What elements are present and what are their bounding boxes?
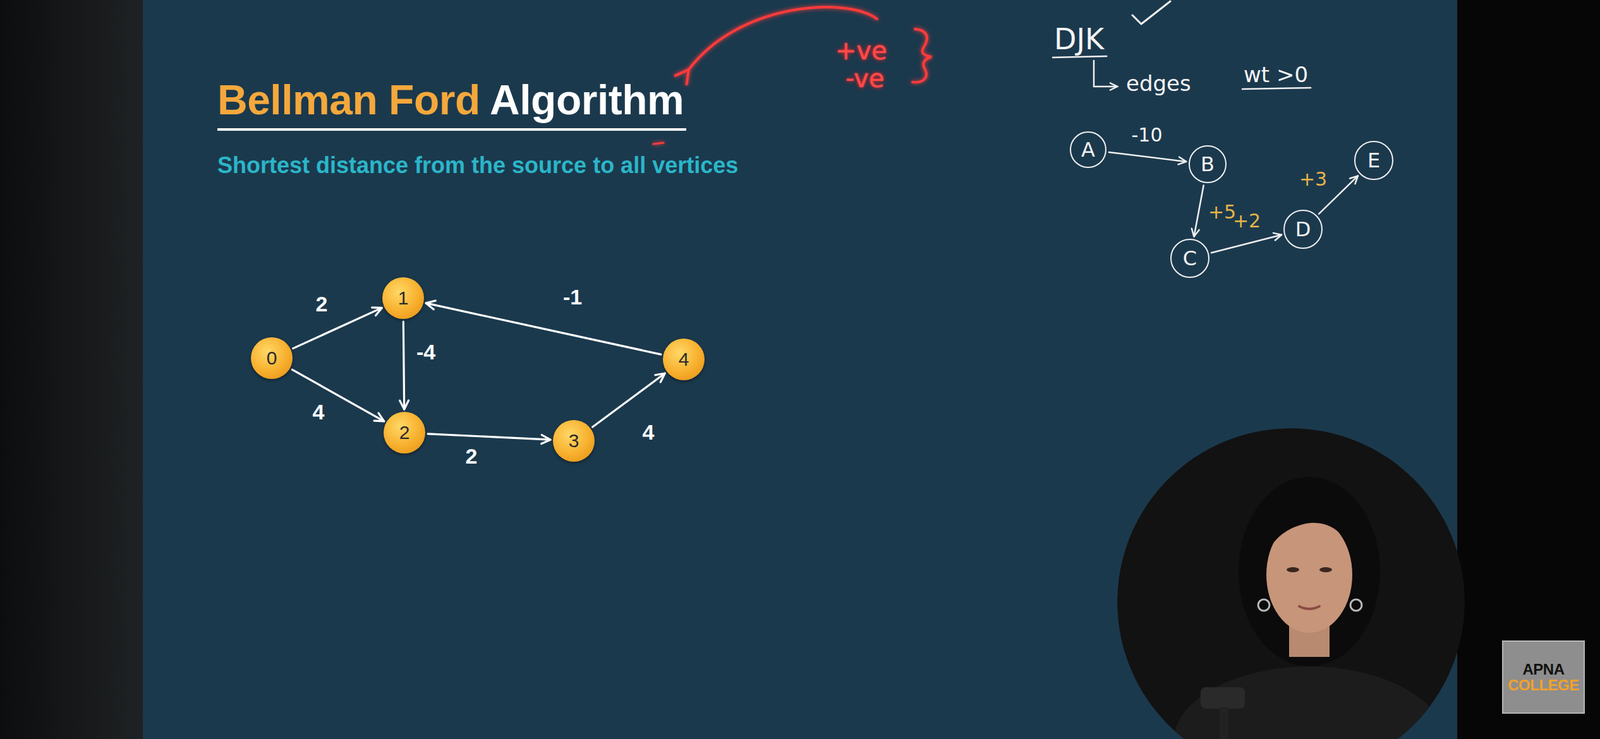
sketch-note: edges — [1126, 72, 1192, 95]
sketch-vertex: B — [1188, 145, 1227, 184]
right-margin — [1457, 0, 1600, 739]
left-margin — [0, 0, 143, 739]
edge-weight: -4 — [416, 341, 436, 363]
vertex-label: 4 — [678, 350, 690, 370]
sketch-note: wt >0 — [1243, 63, 1309, 86]
vertex-label: D — [1295, 219, 1312, 240]
edge-weight: 2 — [465, 445, 478, 467]
annotation-note: +ve — [835, 37, 888, 64]
edge-weight: 4 — [312, 401, 325, 423]
red-dash — [653, 142, 664, 145]
logo-badge: APNACOLLEGE — [1502, 640, 1585, 715]
webcam-bubble — [1117, 428, 1465, 739]
vertex-label: 2 — [399, 423, 411, 443]
edge-weight: +2 — [1232, 211, 1261, 231]
sketch-underline — [1242, 87, 1311, 90]
graph-vertex: 0 — [250, 337, 293, 380]
logo-text: APNA — [1522, 661, 1564, 678]
sketch-edge — [1194, 185, 1204, 237]
vertex-label: 0 — [266, 348, 278, 368]
graph-vertex: 1 — [382, 277, 425, 320]
graph-vertex: 3 — [552, 420, 595, 462]
logo-text: COLLEGE — [1507, 677, 1580, 694]
slide-panel — [142, 0, 1458, 739]
edge-weight: 2 — [315, 293, 328, 315]
directed-edge — [291, 369, 384, 422]
annotation-note: -ve — [845, 65, 885, 91]
sketch-edge — [1109, 152, 1187, 162]
vertex-label: E — [1367, 150, 1381, 171]
algorithm-abbrev: DJK — [1054, 24, 1104, 54]
edge-weight: +3 — [1299, 169, 1328, 189]
title-underline — [217, 128, 687, 131]
directed-edge — [293, 307, 383, 349]
edge-weight: 4 — [642, 421, 655, 443]
check-mark — [1132, 1, 1171, 25]
sketch-underline — [1052, 56, 1107, 58]
edge-weight: +5 — [1208, 202, 1237, 222]
sketch-vertex: D — [1283, 209, 1323, 249]
red-annotation — [653, 6, 932, 145]
vertex-label: C — [1182, 248, 1197, 269]
red-brace — [912, 29, 932, 83]
directed-edge — [425, 303, 661, 355]
graph-vertex: 2 — [383, 412, 426, 454]
vertex-label: B — [1200, 154, 1215, 175]
sketch-vertex: C — [1170, 238, 1210, 279]
vertex-label: 1 — [398, 288, 409, 308]
sketch-edge — [1211, 235, 1282, 254]
graph-vertex: 4 — [662, 338, 705, 381]
directed-edge — [592, 373, 666, 428]
slide-title: Bellman Ford Algorithm — [217, 75, 684, 124]
edge-weight: -1 — [563, 286, 582, 308]
vertex-label: 3 — [568, 431, 580, 451]
slide-subtitle: Shortest distance from the source to all… — [217, 152, 739, 179]
sketch-vertex: A — [1069, 131, 1107, 169]
sketch-hook-arrow — [1093, 60, 1118, 87]
directed-edge — [427, 434, 551, 440]
sketch-vertex: E — [1354, 140, 1394, 181]
vertex-label: A — [1081, 139, 1096, 160]
directed-edge — [403, 321, 404, 410]
edge-weight: -10 — [1131, 125, 1163, 145]
